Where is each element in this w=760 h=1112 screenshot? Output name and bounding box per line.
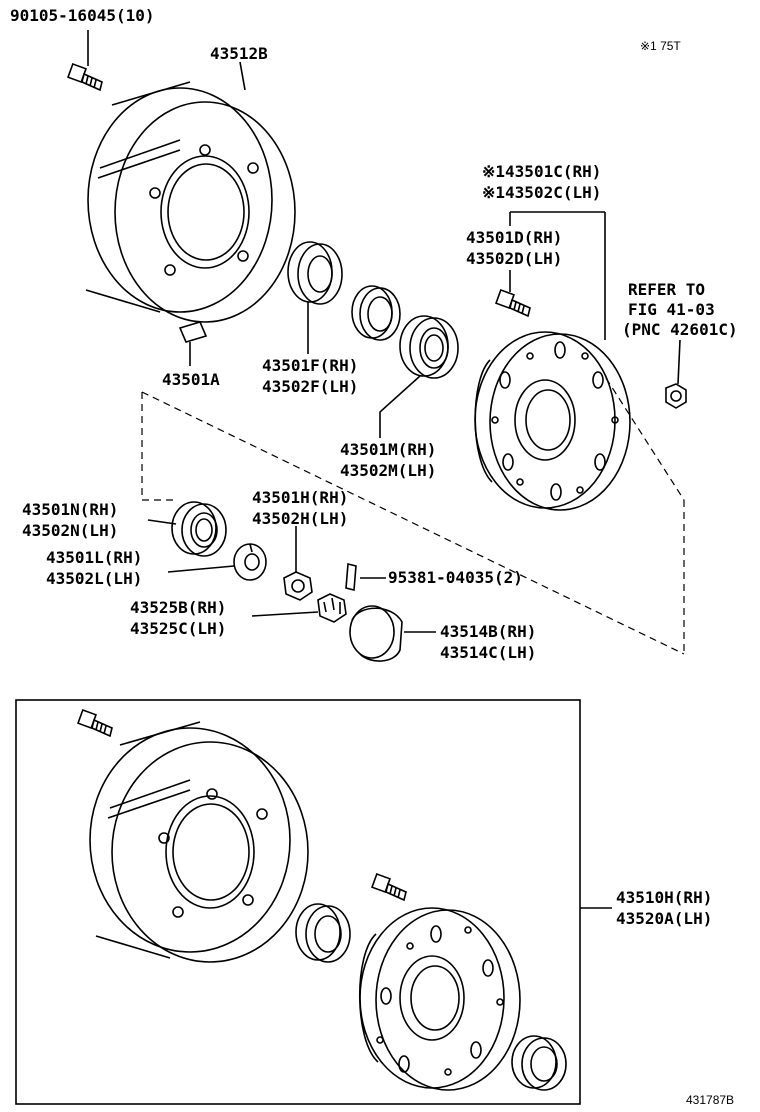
part-number-assembly-rh: 43510H(RH) [616,888,713,907]
part-number-grease-cap-rh: 43514B(RH) [440,622,537,641]
part-number-assembly-lh: 43520A(LH) [616,909,713,928]
refer-text-line3: (PNC 42601C) [622,320,738,339]
figure-number: 431787B [686,1093,735,1107]
hub-bolt-icon [67,63,103,92]
leader-line [509,211,606,340]
part-number-hub-bolt-lh: 43502D(LH) [466,249,563,268]
part-number-bolt: 90105-16045(10) [10,6,155,25]
cap-nut-icon [317,593,347,623]
bearing-race-icon [351,285,401,341]
hub-bolt-icon [371,873,407,902]
bearing-icon [511,1035,567,1091]
part-number-grease-cap-lh: 43514C(LH) [440,643,537,662]
bearing-icon [295,903,351,963]
grease-cap-icon [349,605,403,662]
note-75t: ※1 75T [640,39,681,53]
brake-drum-icon [89,721,309,963]
part-number-clip: 43501A [162,370,220,389]
leader-line [147,519,177,525]
part-number-seal-rh: 43501F(RH) [262,356,359,375]
refer-text-line1: REFER TO [628,280,706,299]
part-number-washer-lh: 43502L(LH) [46,569,143,588]
bearing-icon [171,501,227,557]
cotter-pin-icon [345,562,357,592]
leader-line [251,611,319,617]
assembly-frame [15,699,581,1105]
leader-line [239,61,246,91]
part-number-cap-nut-lh: 43525C(LH) [130,619,227,638]
part-number-nut-rh: 43501H(RH) [252,488,349,507]
part-number-hub-bolt-rh: 43501D(RH) [466,228,563,247]
part-number-seal-lh: 43502F(LH) [262,377,359,396]
hub-nut-icon [283,571,313,601]
leader-line [167,565,235,573]
hub-bolt-icon [495,289,531,318]
bearing-icon [399,315,459,379]
part-number-cotter-pin: 95381-04035(2) [388,568,523,587]
clip-icon [178,321,208,343]
part-number-bearing-m-rh: 43501M(RH) [340,440,437,459]
part-number-cap-nut-rh: 43525B(RH) [130,598,227,617]
part-number-hub-lh: ※143502C(LH) [482,183,602,202]
part-number-drum: 43512B [210,44,268,63]
part-number-bearing-n-rh: 43501N(RH) [22,500,119,519]
leader-line [379,375,421,438]
part-number-bearing-m-lh: 43502M(LH) [340,461,437,480]
part-number-bearing-n-lh: 43502N(LH) [22,521,119,540]
wheel-nut-icon [665,383,687,409]
part-number-washer-rh: 43501L(RH) [46,548,143,567]
refer-text-line2: FIG 41-03 [628,300,715,319]
part-number-hub-rh: ※143501C(RH) [482,162,602,181]
brake-drum-icon [85,81,296,323]
axle-hub-icon [474,331,631,511]
leader-line [677,339,681,385]
hub-bolt-icon [77,709,113,738]
axle-hub-icon [358,907,521,1091]
oil-seal-icon [287,241,343,305]
dashed-guide [141,377,685,655]
washer-icon [233,543,267,581]
part-number-nut-lh: 43502H(LH) [252,509,349,528]
